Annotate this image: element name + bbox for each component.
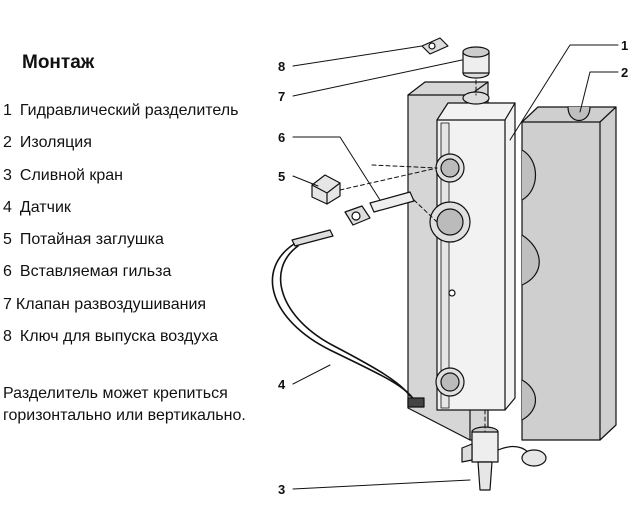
callout-5: 5 (278, 169, 285, 184)
callout-8: 8 (278, 59, 285, 74)
blind-plug (311, 174, 341, 205)
air-release-key (421, 37, 449, 55)
callout-7: 7 (278, 89, 285, 104)
callout-2: 2 (621, 65, 628, 80)
drain-cock (461, 426, 547, 491)
callout-6: 6 (278, 130, 285, 145)
page-title: Монтаж (22, 52, 95, 73)
temperature-sensor (271, 229, 425, 408)
mounting-note: Разделитель может крепиться горизонтальн… (3, 385, 246, 424)
callout-3: 3 (278, 482, 285, 497)
air-vent-valve (462, 46, 490, 79)
sensor-sleeve (344, 191, 415, 226)
callout-1: 1 (621, 38, 628, 53)
hydraulic-separator (429, 91, 516, 411)
front-insulation-half (521, 106, 617, 441)
callout-4: 4 (278, 377, 286, 392)
